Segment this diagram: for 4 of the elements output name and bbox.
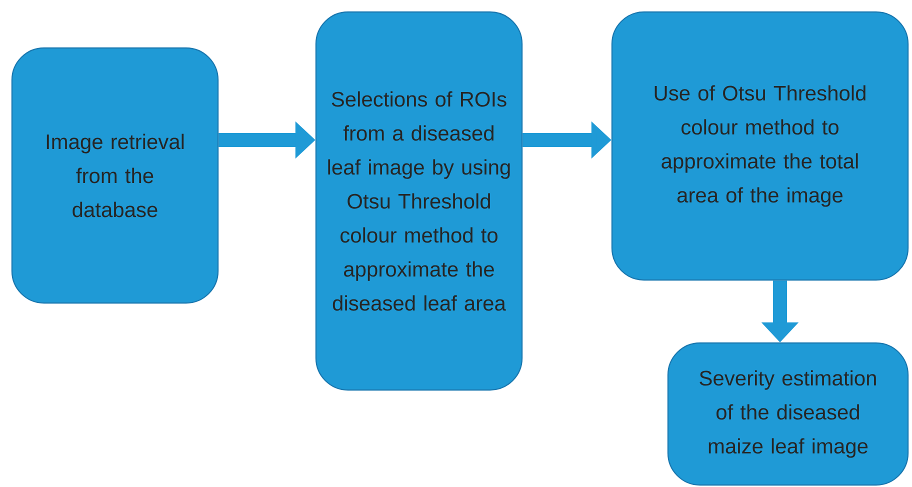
process-box: Selections of ROIs from a diseased leaf image by using Otsu Threshold colour method to approximate the diseased leaf area [315, 11, 523, 391]
process-box: Use of Otsu Threshold colour method to approximate the total area of the image [611, 11, 909, 281]
process-box: Severity estimation of the diseased maize leaf image [667, 342, 909, 486]
process-box: Image retrieval from the database [11, 47, 219, 304]
